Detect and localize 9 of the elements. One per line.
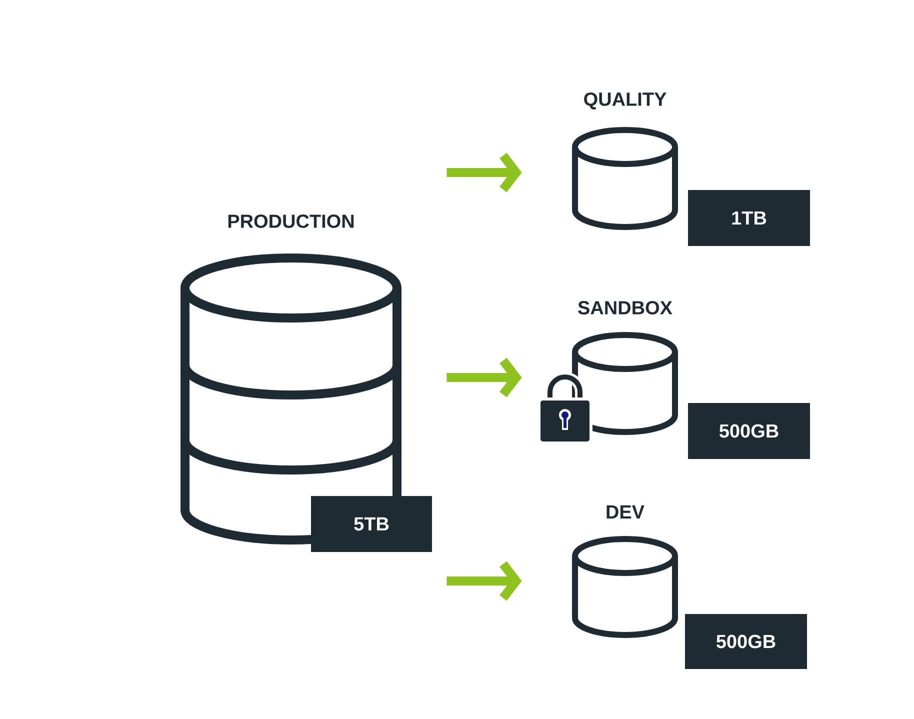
database-cylinder: QUALITY 1TB [572, 92, 810, 246]
node-label: PRODUCTION [228, 214, 354, 228]
node-label: QUALITY [584, 92, 666, 110]
database-cylinder: SANDBOX 500GB [572, 301, 810, 459]
node-label: DEV [606, 505, 644, 518]
database-cylinder: PRODUCTION 5TB [180, 214, 432, 552]
node-label: SANDBOX [578, 301, 672, 314]
node-label: 5TB [354, 517, 389, 531]
database-cylinder: DEV 500GB [572, 505, 807, 669]
